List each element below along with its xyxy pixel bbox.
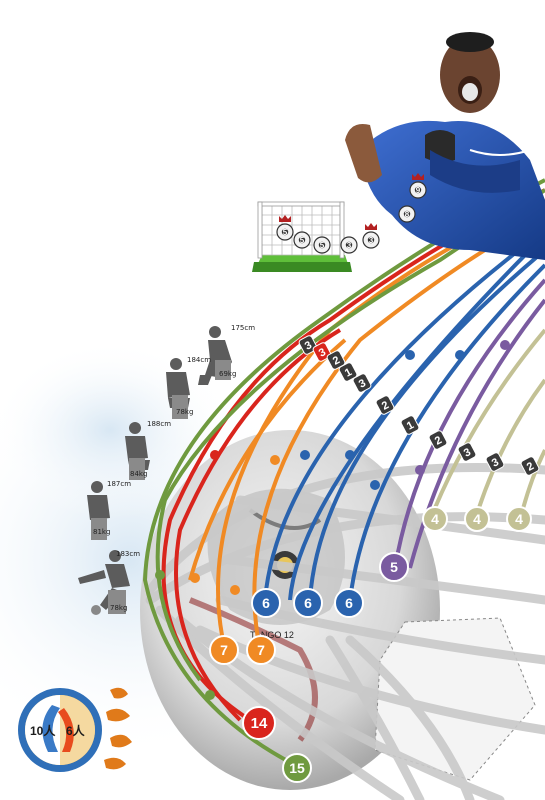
line-tag-number: 3 <box>303 339 314 352</box>
purple-lines <box>393 278 545 569</box>
silhouette-5 <box>78 550 130 615</box>
player-labels: 175cm 69kg 184cm 78kg 188cm 84kg 187cm 8… <box>93 324 255 612</box>
khaki-lines <box>428 328 545 521</box>
number-badge: 4 <box>464 506 490 532</box>
legend-left-count: 10人 <box>30 723 56 738</box>
line-tag: 2 <box>326 350 346 370</box>
number-badge: 15 <box>282 753 312 783</box>
silhouette-3 <box>125 422 150 480</box>
height-label-1: 175cm <box>231 324 255 332</box>
silhouettes <box>78 326 232 615</box>
line-tag: 2 <box>520 456 540 476</box>
number-badge: 4 <box>422 506 448 532</box>
number-badge: 7 <box>209 635 239 665</box>
goal-ball-number: 5 <box>283 228 288 237</box>
line-tag: 3 <box>352 373 372 393</box>
goal-ball-number: 3 <box>369 236 374 245</box>
line-tag: 2 <box>428 430 448 450</box>
line-tag-number: 3 <box>490 456 501 469</box>
line-tag: 3 <box>312 342 332 362</box>
tiger-icon <box>104 687 132 770</box>
line-tag-number: 2 <box>525 460 536 473</box>
goal-ball: 5 <box>293 231 311 249</box>
goal-ball-number: 8 <box>405 210 410 219</box>
number-badge-text: 6 <box>262 595 270 611</box>
number-badge-text: 15 <box>289 760 305 776</box>
line-tag: 3 <box>457 442 477 462</box>
pentagon-outline <box>374 617 536 781</box>
weight-label-4: 81kg <box>93 528 110 536</box>
goal-ball: 8 <box>398 205 416 223</box>
line-tag: 2 <box>375 395 395 415</box>
number-badge-text: 7 <box>220 642 228 658</box>
number-badge: 6 <box>334 588 364 618</box>
circle-labels: 5 4 4 4 6 6 6 7 7 14 15 <box>209 506 532 783</box>
height-label-4: 187cm <box>107 480 131 488</box>
number-badge-text: 7 <box>257 642 265 658</box>
height-label-5: 183cm <box>116 550 140 558</box>
number-badge-text: 5 <box>390 559 398 575</box>
number-badge-text: 6 <box>304 595 312 611</box>
legend-right-count: 6人 <box>66 723 86 738</box>
goal-ball-number: 3 <box>347 241 352 250</box>
line-tag: 3 <box>485 452 505 472</box>
line-tag-number: 2 <box>433 434 444 447</box>
crown-icon <box>412 173 424 180</box>
goal-ball-number: 9 <box>416 186 421 195</box>
goal-ball: 9 <box>409 181 427 199</box>
number-badge-text: 6 <box>345 595 353 611</box>
goal-ball-number: 5 <box>320 241 325 250</box>
line-tag-number: 3 <box>462 446 473 459</box>
ball-brand-text: TANGO 12 <box>250 630 294 640</box>
weight-label-3: 84kg <box>130 470 147 478</box>
height-label-3: 188cm <box>147 420 171 428</box>
line-tag: 1 <box>338 362 358 382</box>
goal-ball-number: 5 <box>300 236 305 245</box>
number-badge: 6 <box>293 588 323 618</box>
goal-balls: 5 5 5 3 3 8 9 <box>276 173 427 254</box>
goal-ball: 5 <box>313 236 331 254</box>
weight-label-5: 78kg <box>110 604 127 612</box>
crown-icon <box>365 223 377 230</box>
line-tag-number: 3 <box>357 377 368 390</box>
weight-label-2: 78kg <box>176 408 193 416</box>
number-badge-text: 4 <box>515 511 523 527</box>
number-badge: 6 <box>251 588 281 618</box>
crown-icon <box>279 215 291 222</box>
legend: 10人 6人 <box>18 687 132 772</box>
line-tag-number: 2 <box>380 399 391 412</box>
weight-label-1: 69kg <box>219 370 236 378</box>
line-tag-number: 2 <box>331 354 342 367</box>
number-badge: 4 <box>506 506 532 532</box>
line-tag: 1 <box>400 415 420 435</box>
height-label-2: 184cm <box>187 356 211 364</box>
line-tag: 3 <box>298 335 318 355</box>
goal-ball: 3 <box>340 236 358 254</box>
number-badge-text: 4 <box>473 511 481 527</box>
blue-lines <box>263 228 545 601</box>
silhouette-2 <box>166 358 190 419</box>
number-badge-text: 4 <box>431 511 439 527</box>
line-tag-number: 1 <box>405 419 416 432</box>
silhouette-1 <box>198 326 232 385</box>
number-badge: 7 <box>246 635 276 665</box>
line-tag-number: 3 <box>317 346 328 359</box>
number-badge: 14 <box>242 706 276 740</box>
line-knots <box>155 340 510 700</box>
silhouette-4 <box>87 481 110 540</box>
number-badge: 5 <box>379 552 409 582</box>
player-photo <box>345 32 545 260</box>
goal-ball: 5 <box>276 223 294 241</box>
number-badge-text: 14 <box>251 715 268 732</box>
line-tag-number: 1 <box>343 366 354 379</box>
goal-ball: 3 <box>362 231 380 249</box>
